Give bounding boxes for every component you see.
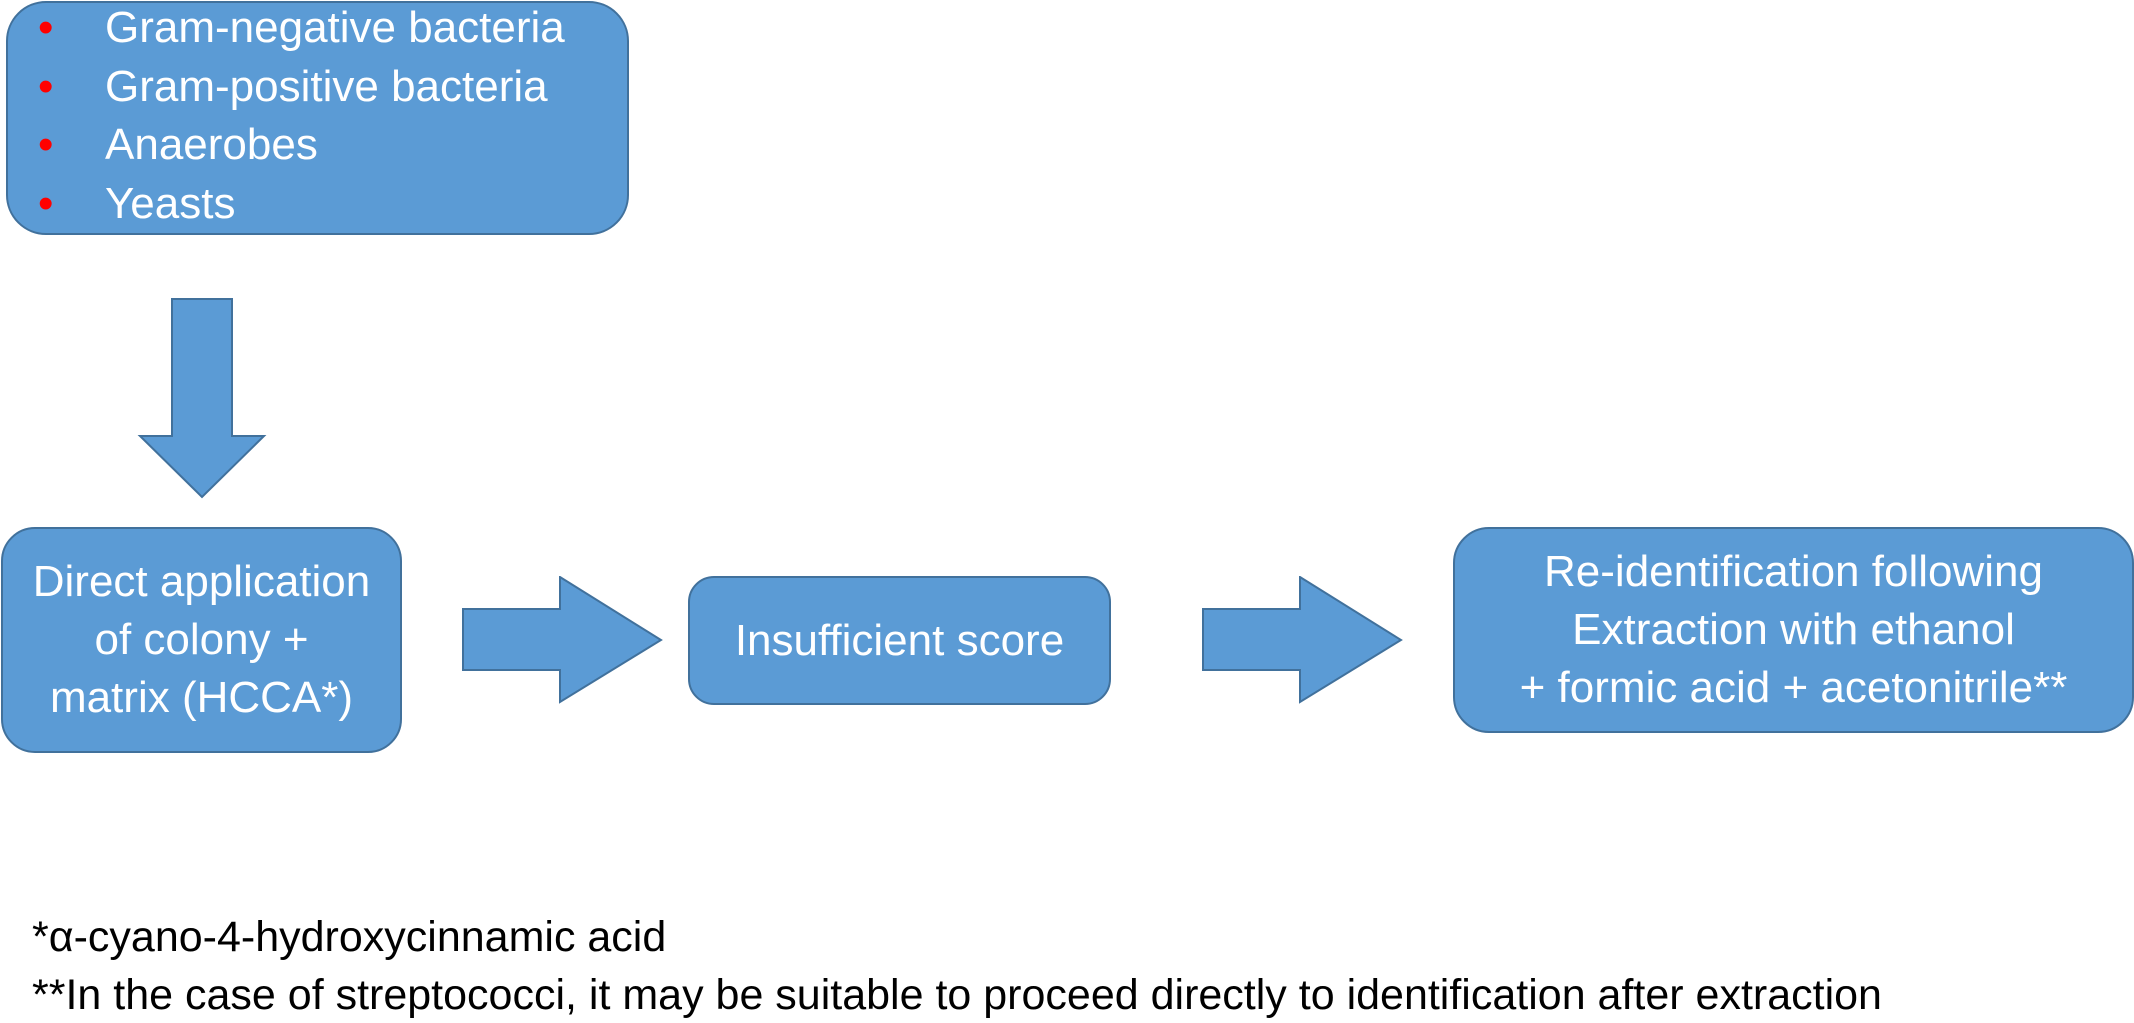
bullet-icon: • bbox=[38, 61, 54, 111]
reidentification-line: Extraction with ethanol bbox=[1572, 605, 2015, 654]
footnote-streptococci: **In the case of streptococci, it may be… bbox=[32, 971, 1882, 1019]
reidentification-line: + formic acid + acetonitrile** bbox=[1519, 663, 2068, 712]
list-item: • Anaerobes bbox=[38, 116, 565, 175]
reidentification-line: Re-identification following bbox=[1544, 547, 2043, 596]
direct-application-box: Direct application of colony + matrix (H… bbox=[1, 527, 402, 753]
footnote-hcca: *α-cyano-4-hydroxycinnamic acid bbox=[32, 913, 667, 961]
bullet-icon: • bbox=[38, 178, 54, 228]
organisms-box: • Gram-negative bacteria • Gram-positive… bbox=[6, 1, 629, 235]
list-item: • Gram-positive bacteria bbox=[38, 58, 565, 117]
organism-label: Yeasts bbox=[105, 178, 236, 228]
organism-list: • Gram-negative bacteria • Gram-positive… bbox=[38, 0, 565, 233]
right-arrow-icon bbox=[462, 576, 663, 704]
organism-label: Gram-positive bacteria bbox=[105, 61, 548, 111]
direct-application-line: of colony + bbox=[94, 615, 309, 664]
reidentification-box: Re-identification following Extraction w… bbox=[1453, 527, 2134, 733]
list-item: • Yeasts bbox=[38, 175, 565, 234]
organism-label: Gram-negative bacteria bbox=[105, 3, 565, 52]
insufficient-score-box: Insufficient score bbox=[688, 576, 1111, 705]
down-arrow-icon bbox=[137, 298, 267, 499]
right-arrow-icon bbox=[1202, 576, 1403, 704]
bullet-icon: • bbox=[38, 120, 54, 169]
organism-label: Anaerobes bbox=[105, 120, 318, 169]
direct-application-line: matrix (HCCA*) bbox=[49, 673, 354, 722]
insufficient-score-label: Insufficient score bbox=[734, 615, 1065, 665]
direct-application-line: Direct application bbox=[32, 557, 371, 606]
bullet-icon: • bbox=[38, 3, 54, 52]
list-item: • Gram-negative bacteria bbox=[38, 0, 565, 58]
